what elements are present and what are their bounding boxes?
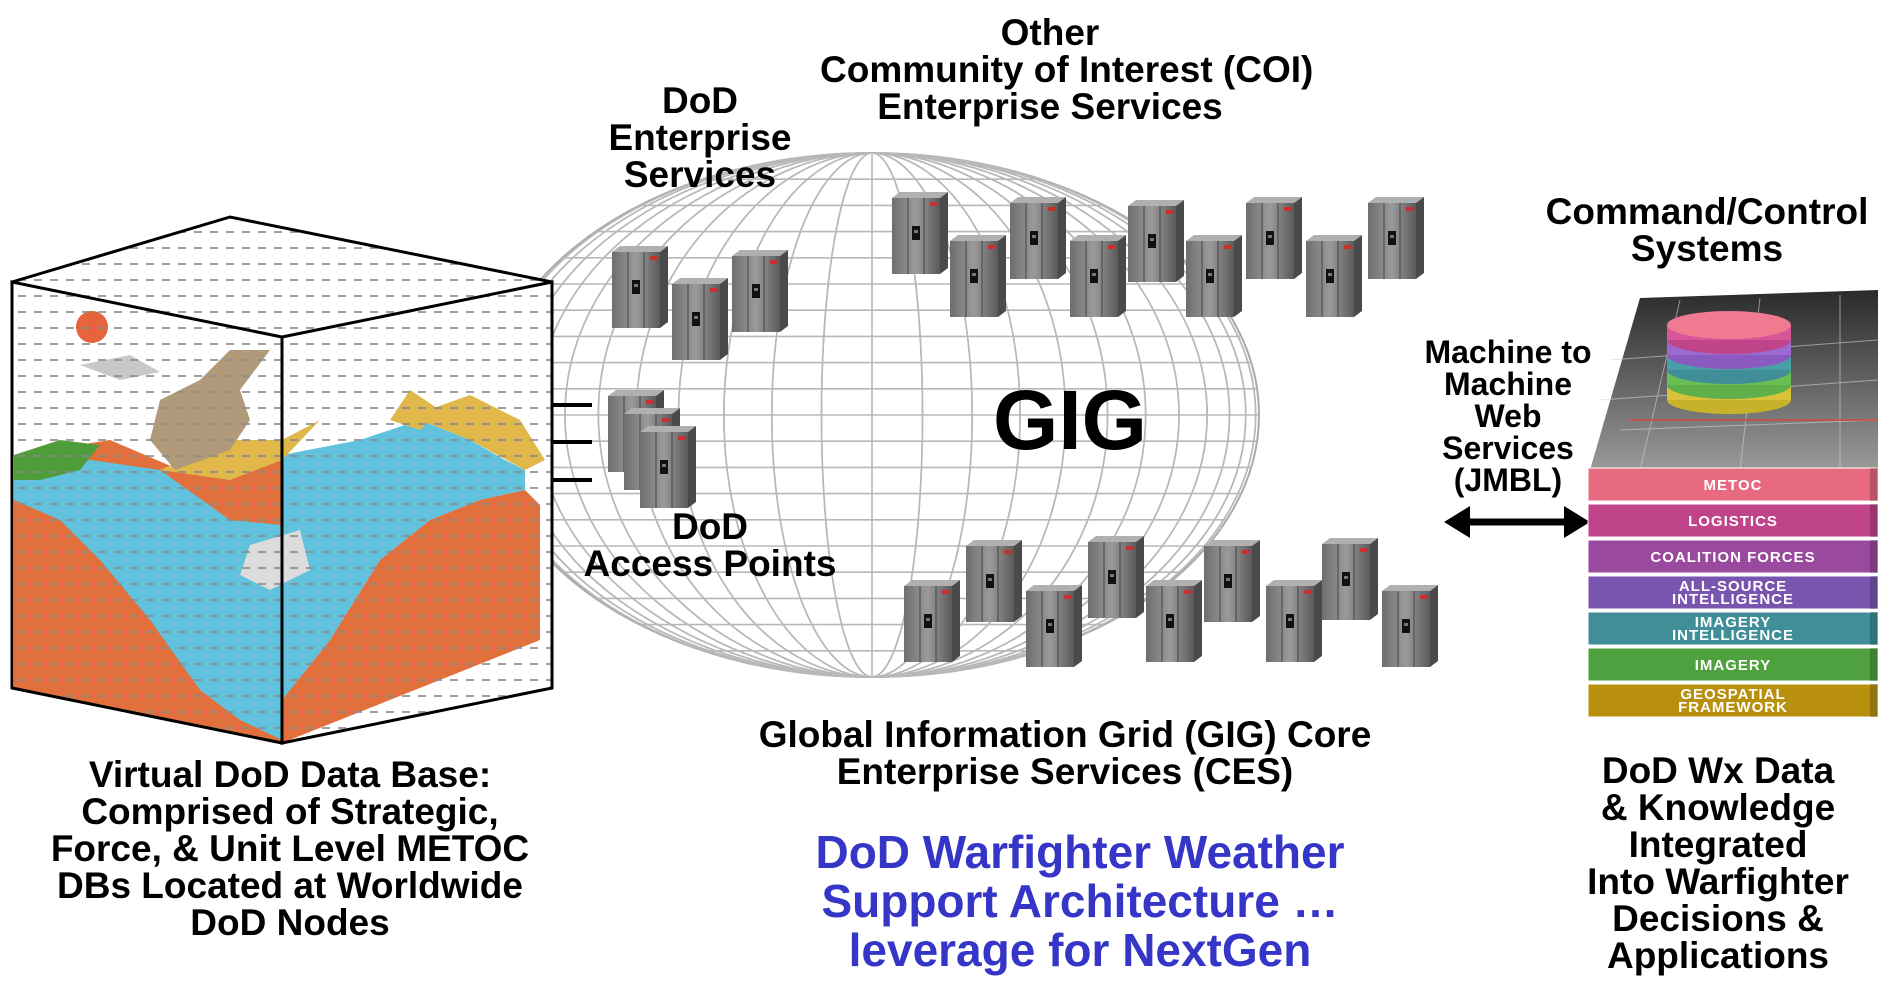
bidirectional-arrow [1444, 506, 1590, 538]
server-icon [950, 235, 1006, 317]
server-icon [904, 580, 960, 662]
server-icon [1382, 585, 1438, 667]
stack-layer-label: IMAGERY [1695, 614, 1771, 631]
stack-layer-label: FRAMEWORK [1678, 699, 1788, 716]
server-icon [1246, 197, 1302, 279]
server-icon [1146, 580, 1202, 662]
command-control-stack: METOC LOGISTICS COALITION FORCES ALL-SOURCE… [1587, 290, 1879, 718]
stack-layer-label: METOC [1704, 477, 1763, 494]
ces-label: Global Information Grid (GIG) Core Enter… [758, 714, 1372, 792]
command-control-label: Command/Control Systems [1545, 191, 1869, 269]
server-icon [640, 426, 696, 508]
stack-layer-label: IMAGERY [1695, 657, 1771, 674]
server-icon [966, 540, 1022, 622]
server-icon [1010, 197, 1066, 279]
server-icon [1128, 200, 1184, 282]
virtual-database-cube [10, 215, 554, 745]
stack-layer: METOC [1587, 467, 1879, 502]
virtual-db-label: Virtual DoD Data Base: Comprised of Stra… [50, 754, 530, 943]
dod-enterprise-label: DoD Enterprise Services [608, 80, 792, 195]
wx-data-label: DoD Wx Data & Knowledge Integrated Into … [1587, 750, 1849, 976]
server-icon [1026, 585, 1082, 667]
gig-label: GIG [992, 373, 1147, 467]
stack-layer: LOGISTICS [1587, 503, 1879, 538]
machine-to-machine-label: Machine to Machine Web Services (JMBL) [1424, 334, 1592, 498]
stack-layer-label: INTELLIGENCE [1672, 627, 1794, 644]
server-icon [1306, 235, 1362, 317]
server-icon [732, 250, 788, 332]
server-icon [1266, 580, 1322, 662]
stack-layer-label: COALITION FORCES [1650, 549, 1815, 566]
server-icon [612, 246, 668, 328]
server-icon [1368, 197, 1424, 279]
server-icon [1088, 536, 1144, 618]
server-icon [672, 278, 728, 360]
stack-layer: IMAGERY [1587, 647, 1879, 682]
stack-layer-label: INTELLIGENCE [1672, 591, 1794, 608]
other-coi-label: Other Community of Interest (COI) Enterp… [820, 12, 1314, 127]
server-icon [1070, 235, 1126, 317]
stack-layer-label: GEOSPATIAL [1680, 686, 1785, 703]
db-connector-lines [552, 403, 592, 482]
server-icon [1204, 540, 1260, 622]
layer-puck [1667, 311, 1791, 414]
server-icon [1186, 235, 1242, 317]
server-icon [1322, 538, 1378, 620]
dod-access-points-label: DoD Access Points [583, 506, 837, 584]
stack-layer-label: LOGISTICS [1688, 513, 1778, 530]
stack-layer: COALITION FORCES [1587, 539, 1879, 574]
architecture-title: DoD Warfighter Weather Support Architect… [815, 826, 1345, 977]
stack-layer-label: ALL-SOURCE [1679, 578, 1787, 595]
server-icon [892, 192, 948, 274]
